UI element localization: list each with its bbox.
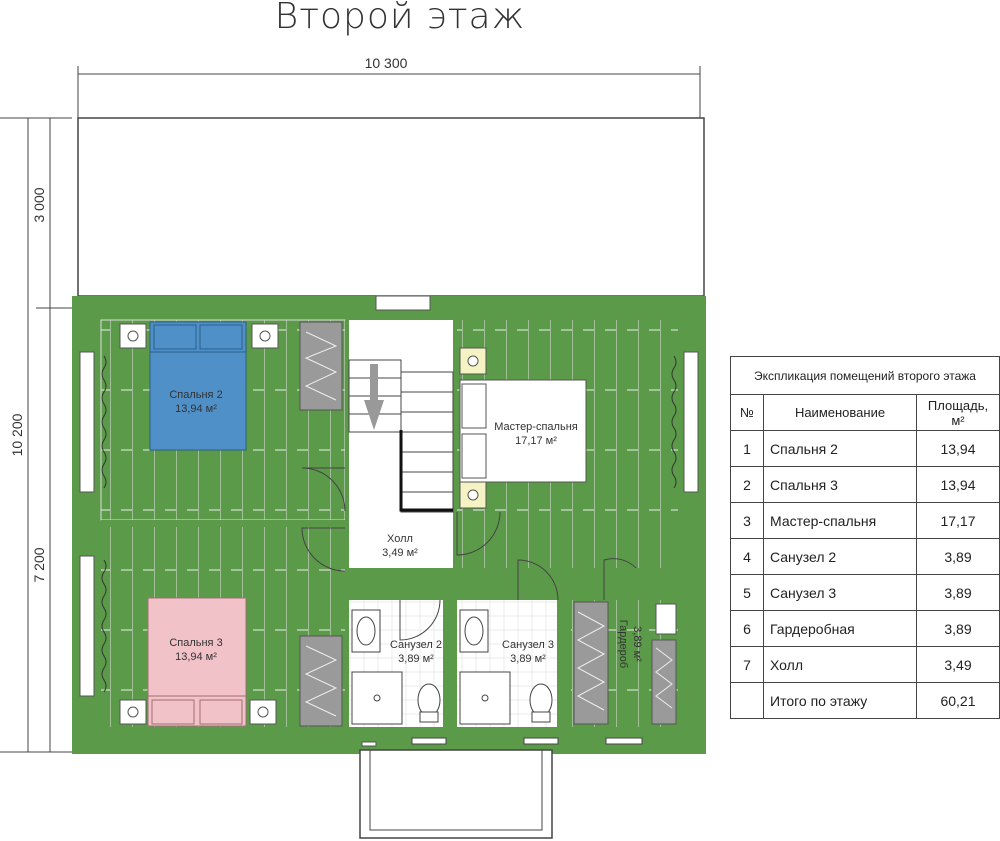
wardrobe-bedroom3 (299, 635, 343, 727)
plan-title: Второй этаж (274, 0, 526, 37)
table-row: 2 Спальня 3 13,94 (730, 466, 1000, 503)
dimension-width-top: 10 300 (365, 55, 408, 71)
table-header-row: № Наименование Площадь, м² (730, 394, 1000, 431)
bed-bedroom2 (149, 321, 247, 451)
floor-plan: 10 300 10 200 3 000 7 200 (0, 55, 706, 839)
nightstands-bedroom3 (119, 699, 277, 725)
label-bedroom2-name: Спальня 2 (169, 389, 222, 401)
terrace-outline (77, 117, 705, 297)
table-row: 7 Холл 3,49 (730, 646, 1000, 683)
stair-arrow-icon (364, 364, 384, 430)
bed-bedroom3 (147, 597, 247, 727)
label-bedroom2-area: 13,94 м² (175, 403, 217, 415)
total-label: Итого по этажу (763, 682, 917, 719)
table-row: 5 Санузел 3 3,89 (730, 574, 1000, 611)
table-row: 1 Спальня 2 13,94 (730, 430, 1000, 467)
bed-master (459, 379, 587, 483)
header-area: Площадь, м² (916, 394, 1000, 431)
dimension-height-terrace: 3 000 (31, 187, 47, 222)
dimension-height-total: 10 200 (9, 413, 25, 456)
bath2-fixtures (351, 609, 447, 745)
windows (79, 295, 699, 747)
balcony-outline (359, 749, 553, 839)
total-area: 60,21 (916, 682, 1000, 719)
dimension-lines (0, 66, 701, 753)
nightstands-master (459, 347, 487, 509)
label-hall-name: Холл (387, 533, 413, 545)
label-bath3-area: 3,89 м² (510, 653, 546, 665)
header-num: № (730, 394, 764, 431)
label-hall-area: 3,49 м² (382, 547, 418, 559)
curtains (101, 355, 677, 693)
explication-table: Экспликация помещений второго этажа № На… (730, 356, 1000, 719)
label-bath2-area: 3,89 м² (398, 653, 434, 665)
label-wardrobe-name: Гардероб (617, 620, 629, 668)
table-total-row: Итого по этажу 60,21 (730, 682, 1000, 719)
interior-walls (101, 320, 678, 727)
label-wardrobe-area: 3,89 м² (631, 626, 643, 662)
bath3-fixtures (459, 609, 559, 745)
table-row: 6 Гардеробная 3,89 (730, 610, 1000, 647)
header-name: Наименование (763, 394, 917, 431)
label-bath3-name: Санузел 3 (502, 639, 554, 651)
label-master-area: 17,17 м² (515, 435, 557, 447)
doors (301, 467, 637, 641)
wardrobe-bedroom2 (299, 321, 343, 411)
nightstands-bedroom2 (119, 323, 279, 349)
table-row: 3 Мастер-спальня 17,17 (730, 502, 1000, 539)
label-master-name: Мастер-спальня (494, 421, 578, 433)
label-bedroom3-name: Спальня 3 (169, 637, 222, 649)
table-caption: Экспликация помещений второго этажа (730, 356, 1000, 395)
table-row: 4 Санузел 2 3,89 (730, 538, 1000, 575)
wardrobe-room-racks (573, 601, 677, 745)
label-bedroom3-area: 13,94 м² (175, 651, 217, 663)
label-bath2-name: Санузел 2 (390, 639, 442, 651)
dimension-height-floor: 7 200 (31, 547, 47, 582)
